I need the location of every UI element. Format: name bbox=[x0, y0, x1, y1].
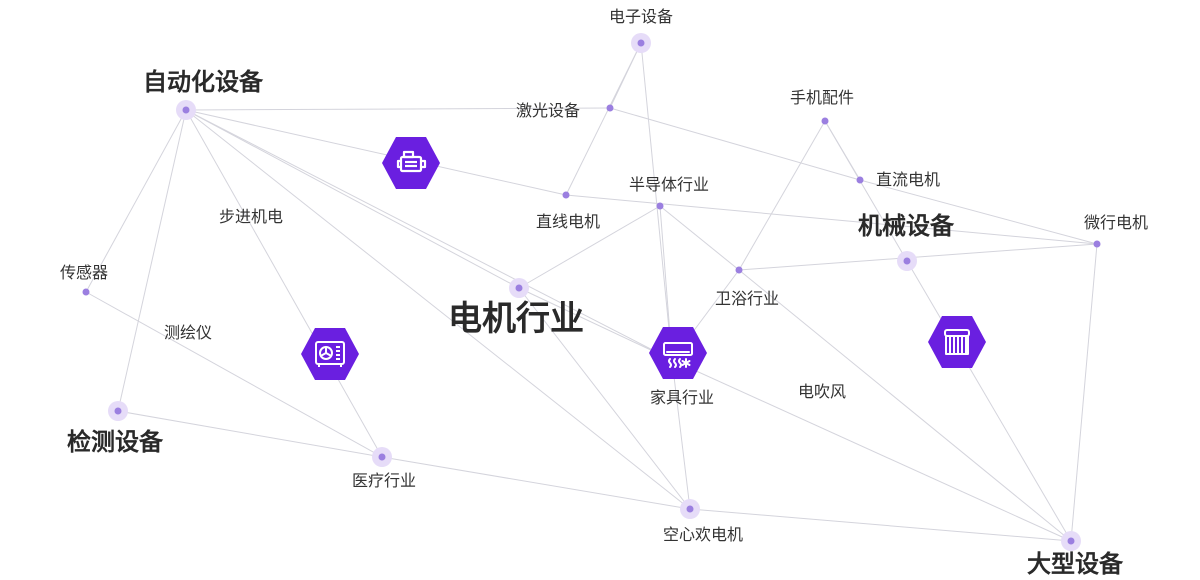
node-bandaoti[interactable] bbox=[656, 202, 664, 210]
node-label-dianchuifeng: 电吹风 bbox=[798, 382, 847, 401]
node-chuanganqi[interactable] bbox=[82, 288, 90, 296]
edge-zidonghua-dianji bbox=[185, 109, 520, 289]
edge-kongxin-daxing bbox=[689, 508, 1072, 542]
edge-chuanganqi-yiliao bbox=[85, 291, 383, 458]
edge-zidonghua-jiguang bbox=[185, 107, 611, 111]
node-label-dianzi: 电子设备 bbox=[609, 7, 674, 26]
node-label-dianji: 电机行业 bbox=[448, 299, 584, 339]
edge-zhiliu-weixing bbox=[859, 179, 1098, 245]
edge-weixing-daxing bbox=[1070, 243, 1098, 542]
edge-dianji-jiaju bbox=[518, 287, 673, 361]
node-label-zhiliu: 直流电机 bbox=[876, 170, 941, 189]
node-label-zidonghua: 自动化设备 bbox=[143, 68, 263, 96]
edge-jiaju-kongxin bbox=[671, 359, 691, 510]
edge-zidonghua-chuanganqi bbox=[85, 109, 187, 293]
node-label-yiliao: 医疗行业 bbox=[352, 471, 417, 490]
node-label-jiaju: 家具行业 bbox=[650, 388, 715, 407]
node-dianji[interactable] bbox=[515, 284, 523, 292]
node-jiguang[interactable] bbox=[606, 104, 614, 112]
edge-jixie-daxing bbox=[906, 260, 1072, 542]
edge-zidonghua-zhixian bbox=[185, 109, 567, 196]
node-yiliao[interactable] bbox=[378, 453, 386, 461]
edge-bandaoti-dianji bbox=[518, 205, 661, 289]
node-label-bandaoti: 半导体行业 bbox=[629, 175, 710, 194]
node-label-chuanganqi: 传感器 bbox=[60, 263, 109, 282]
edge-zhixian-weixing bbox=[565, 194, 1098, 245]
edge-shouji-jixie bbox=[824, 120, 908, 262]
node-label-bujin: 步进机电 bbox=[219, 207, 284, 226]
node-kongxin[interactable] bbox=[686, 505, 694, 513]
edge-zidonghua-jiance bbox=[117, 109, 187, 412]
node-label-cehuiyi: 测绘仪 bbox=[164, 323, 213, 342]
node-daxing[interactable] bbox=[1067, 537, 1075, 545]
node-label-jiance: 检测设备 bbox=[67, 428, 163, 456]
node-label-weiyu: 卫浴行业 bbox=[715, 289, 780, 308]
node-label-weixing: 微行电机 bbox=[1084, 213, 1149, 232]
node-weiyu[interactable] bbox=[735, 266, 743, 274]
node-label-jixie: 机械设备 bbox=[858, 212, 954, 240]
edge-dianzi-zhixian bbox=[565, 42, 642, 196]
edge-jiance-yiliao bbox=[117, 410, 383, 458]
edge-shouji-weiyu bbox=[738, 120, 826, 271]
edge-bandaoti-weiyu bbox=[659, 205, 740, 271]
node-zidonghua[interactable] bbox=[182, 106, 190, 114]
edge-dianji-kongxin bbox=[518, 287, 691, 510]
edge-zidonghua-jiaju bbox=[185, 109, 673, 361]
edge-jiaju-daxing bbox=[671, 359, 1072, 542]
heater-unit-icon bbox=[301, 328, 359, 380]
air-conditioner-icon bbox=[649, 327, 707, 379]
node-dianzi[interactable] bbox=[637, 39, 645, 47]
edge-dianzi-jiaju bbox=[640, 42, 673, 361]
node-shouji[interactable] bbox=[821, 117, 829, 125]
node-label-daxing: 大型设备 bbox=[1027, 550, 1123, 578]
radiator-icon bbox=[928, 316, 986, 368]
node-label-kongxin: 空心欢电机 bbox=[663, 525, 744, 544]
node-weixing[interactable] bbox=[1093, 240, 1101, 248]
node-jixie[interactable] bbox=[903, 257, 911, 265]
edge-yiliao-kongxin bbox=[381, 456, 691, 510]
edge-weiyu-weixing bbox=[738, 243, 1098, 271]
node-label-zhixian: 直线电机 bbox=[536, 212, 601, 231]
node-zhixian[interactable] bbox=[562, 191, 570, 199]
node-zhiliu[interactable] bbox=[856, 176, 864, 184]
engine-icon bbox=[382, 137, 440, 189]
node-jiance[interactable] bbox=[114, 407, 122, 415]
edge-jiguang-zhiliu bbox=[609, 107, 861, 181]
edge-zidonghua-kongxin bbox=[185, 109, 691, 510]
node-label-jiguang: 激光设备 bbox=[516, 101, 581, 120]
edge-weiyu-daxing bbox=[738, 269, 1072, 542]
node-label-shouji: 手机配件 bbox=[790, 88, 855, 107]
edge-zidonghua-yiliao bbox=[185, 109, 383, 458]
